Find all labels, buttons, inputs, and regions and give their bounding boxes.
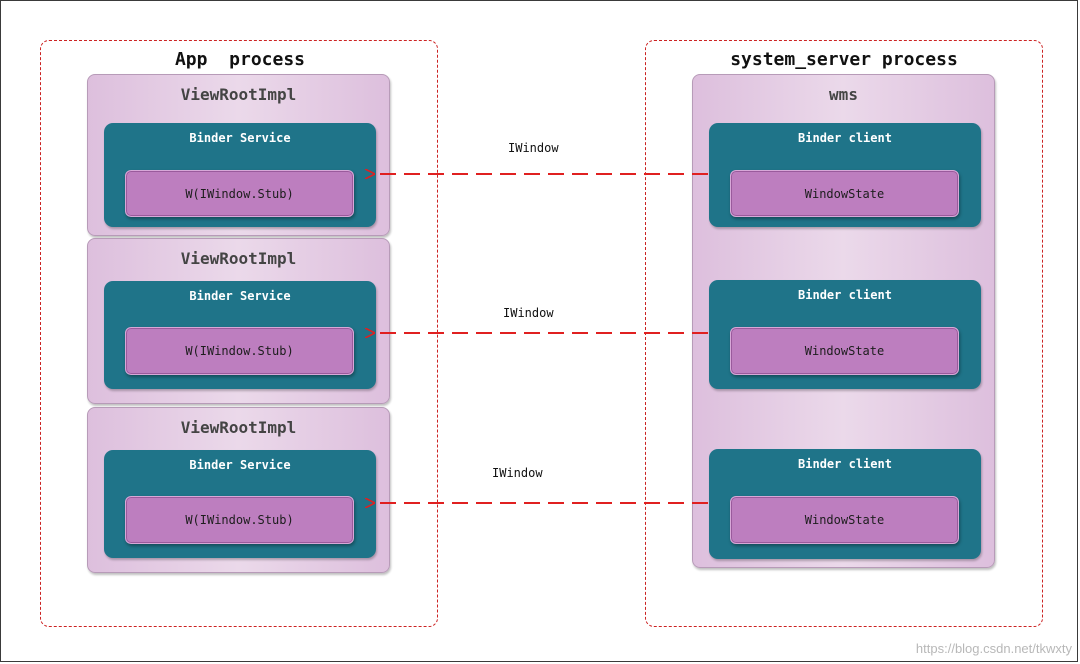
binder-client-box: Binder client WindowState <box>709 449 981 559</box>
wms-title: wms <box>829 85 858 104</box>
binder-client-label: Binder client <box>798 131 892 145</box>
binder-service-label: Binder Service <box>189 289 291 303</box>
binder-client-label: Binder client <box>798 288 892 302</box>
binder-service-label: Binder Service <box>189 458 291 472</box>
watermark: https://blog.csdn.net/tkwxty <box>915 641 1072 656</box>
binder-client-box: Binder client WindowState <box>709 280 981 389</box>
view-root-impl-3: ViewRootImpl Binder Service W(IWindow.St… <box>87 407 390 573</box>
view-root-impl-title: ViewRootImpl <box>180 249 297 268</box>
window-state-box: WindowState <box>730 496 959 544</box>
view-root-impl-2: ViewRootImpl Binder Service W(IWindow.St… <box>87 238 390 404</box>
system-server-process-title: system_server process <box>730 49 958 70</box>
binder-service-box: Binder Service W(IWindow.Stub) <box>104 123 376 227</box>
view-root-impl-1: ViewRootImpl Binder Service W(IWindow.St… <box>87 74 390 236</box>
binder-service-label: Binder Service <box>189 131 291 145</box>
binder-service-box: Binder Service W(IWindow.Stub) <box>104 281 376 389</box>
view-root-impl-title: ViewRootImpl <box>180 85 297 104</box>
window-state-box: WindowState <box>730 327 959 375</box>
view-root-impl-title: ViewRootImpl <box>180 418 297 437</box>
app-process-title: App process <box>174 49 306 70</box>
iwindow-connection-label: IWindow <box>508 141 559 155</box>
binder-service-box: Binder Service W(IWindow.Stub) <box>104 450 376 558</box>
iwindow-connection-label: IWindow <box>492 466 543 480</box>
iwindow-connection-label: IWindow <box>503 306 554 320</box>
wms-panel: wms Binder client WindowState Binder cli… <box>692 74 995 568</box>
iwindow-stub-box: W(IWindow.Stub) <box>125 170 354 217</box>
iwindow-stub-box: W(IWindow.Stub) <box>125 327 354 375</box>
binder-client-label: Binder client <box>798 457 892 471</box>
window-state-box: WindowState <box>730 170 959 217</box>
binder-client-box: Binder client WindowState <box>709 123 981 227</box>
iwindow-stub-box: W(IWindow.Stub) <box>125 496 354 544</box>
